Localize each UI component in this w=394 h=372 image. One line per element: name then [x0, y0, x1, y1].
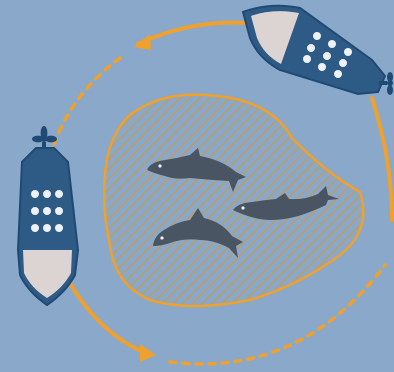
- vessel-windows: [31, 190, 63, 232]
